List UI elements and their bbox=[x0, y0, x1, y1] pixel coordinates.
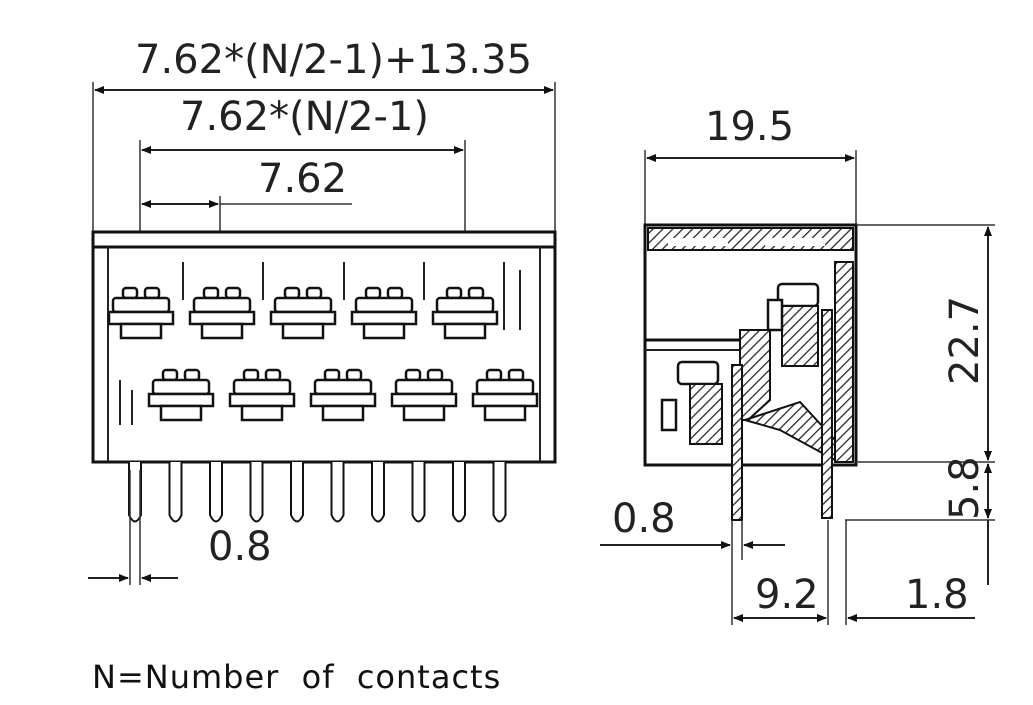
pin bbox=[452, 462, 466, 523]
front-view: 7.62*(N/2-1)+13.35 7.62*(N/2-1) 7.62 bbox=[88, 37, 557, 585]
pin bbox=[128, 462, 142, 523]
dim-side-pin-width-label: 0.8 bbox=[612, 496, 676, 542]
upper-contact bbox=[269, 286, 337, 340]
dim-depth-label: 19.5 bbox=[705, 104, 794, 150]
lower-contact bbox=[309, 368, 377, 422]
pin bbox=[209, 462, 223, 523]
lower-contact bbox=[228, 368, 296, 422]
pin bbox=[168, 462, 183, 523]
dim-span: 7.62*(N/2-1) bbox=[139, 94, 466, 295]
dim-overall-label: 7.62*(N/2-1)+13.35 bbox=[135, 37, 532, 83]
upper-contact bbox=[431, 286, 499, 340]
dim-offset: 1.8 bbox=[804, 520, 975, 625]
side-view: 19.5 22.7 bbox=[600, 104, 995, 625]
dim-height-label: 22.7 bbox=[942, 296, 988, 385]
dim-pin-length-label: 5.8 bbox=[942, 456, 988, 520]
upper-contact bbox=[107, 286, 175, 340]
side-pin-rear bbox=[821, 309, 833, 519]
lower-contact bbox=[390, 368, 458, 422]
dim-pin-spacing: 9.2 bbox=[733, 520, 829, 625]
pin bbox=[290, 462, 304, 523]
dim-front-pin-width: 0.8 bbox=[88, 470, 272, 585]
pin bbox=[411, 462, 426, 523]
upper-contact bbox=[350, 286, 418, 340]
pin bbox=[371, 462, 385, 523]
housing-ribs bbox=[119, 262, 521, 425]
dim-front-pin-width-label: 0.8 bbox=[208, 524, 272, 570]
lower-contact bbox=[147, 368, 215, 422]
dim-pin-spacing-label: 9.2 bbox=[755, 572, 819, 618]
lower-contact-row bbox=[147, 368, 539, 422]
upper-contact bbox=[188, 286, 256, 340]
dim-span-label: 7.62*(N/2-1) bbox=[180, 94, 429, 140]
pin bbox=[492, 462, 507, 523]
front-housing bbox=[91, 230, 557, 464]
pin bbox=[249, 462, 264, 523]
dim-depth: 19.5 bbox=[644, 104, 857, 225]
dim-offset-label: 1.8 bbox=[905, 572, 969, 618]
contacts-note: N=Number of contacts bbox=[92, 658, 501, 696]
upper-contact-row bbox=[107, 286, 499, 340]
dim-pitch-label: 7.62 bbox=[258, 156, 347, 202]
pin bbox=[330, 462, 345, 523]
dim-side-pin-width: 0.8 bbox=[600, 496, 785, 625]
dim-height: 22.7 bbox=[856, 224, 995, 463]
lower-contact bbox=[471, 368, 539, 422]
dim-pin-length: 5.8 bbox=[845, 456, 995, 585]
dim-overall: 7.62*(N/2-1)+13.35 bbox=[92, 37, 556, 232]
side-pin-front bbox=[731, 364, 743, 521]
front-pins bbox=[128, 462, 507, 523]
